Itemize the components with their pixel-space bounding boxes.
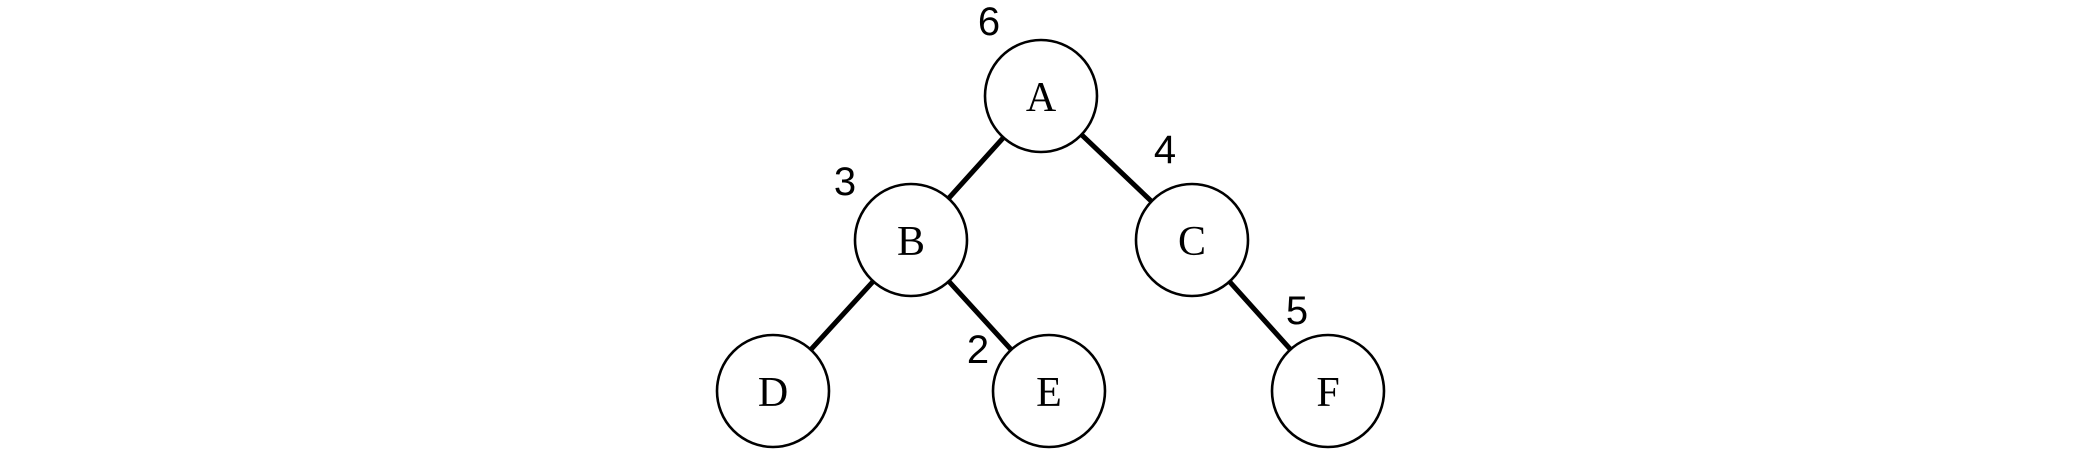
tree-node-f[interactable]: F: [1270, 333, 1386, 449]
tree-edge-a-b: [946, 135, 1006, 201]
node-circle-c: [1134, 182, 1250, 298]
edge-weight-b-e: 2: [967, 328, 989, 372]
edge-weight-c-f: 5: [1286, 289, 1308, 333]
node-circle-d: [715, 333, 831, 449]
edge-weight-a-b: 6: [978, 0, 1000, 44]
tree-edge-c-f: [1227, 279, 1293, 352]
edge-weights-group: 6 4 3 2 5: [834, 0, 1308, 372]
tree-node-a[interactable]: A: [983, 38, 1099, 154]
tree-node-e[interactable]: E: [991, 333, 1107, 449]
tree-edge-b-e: [946, 279, 1014, 352]
tree-node-d[interactable]: D: [715, 333, 831, 449]
node-label-d: D: [758, 370, 788, 416]
node-label-b: B: [897, 219, 925, 265]
edge-weight-b-d: 3: [834, 160, 856, 204]
node-label-a: A: [1026, 75, 1057, 121]
node-label-c: C: [1178, 219, 1206, 265]
edges-group: [808, 132, 1293, 352]
edge-weight-a-c: 4: [1154, 128, 1176, 172]
node-circle-a: [983, 38, 1099, 154]
nodes-group: A B C D E F: [715, 38, 1386, 449]
tree-edge-b-d: [808, 279, 876, 352]
node-circle-b: [853, 182, 969, 298]
tree-edge-a-c: [1079, 132, 1154, 204]
tree-node-b[interactable]: B: [853, 182, 969, 298]
node-circle-f: [1270, 333, 1386, 449]
tree-node-c[interactable]: C: [1134, 182, 1250, 298]
node-circle-e: [991, 333, 1107, 449]
node-label-f: F: [1316, 370, 1339, 416]
node-label-e: E: [1036, 370, 1062, 416]
